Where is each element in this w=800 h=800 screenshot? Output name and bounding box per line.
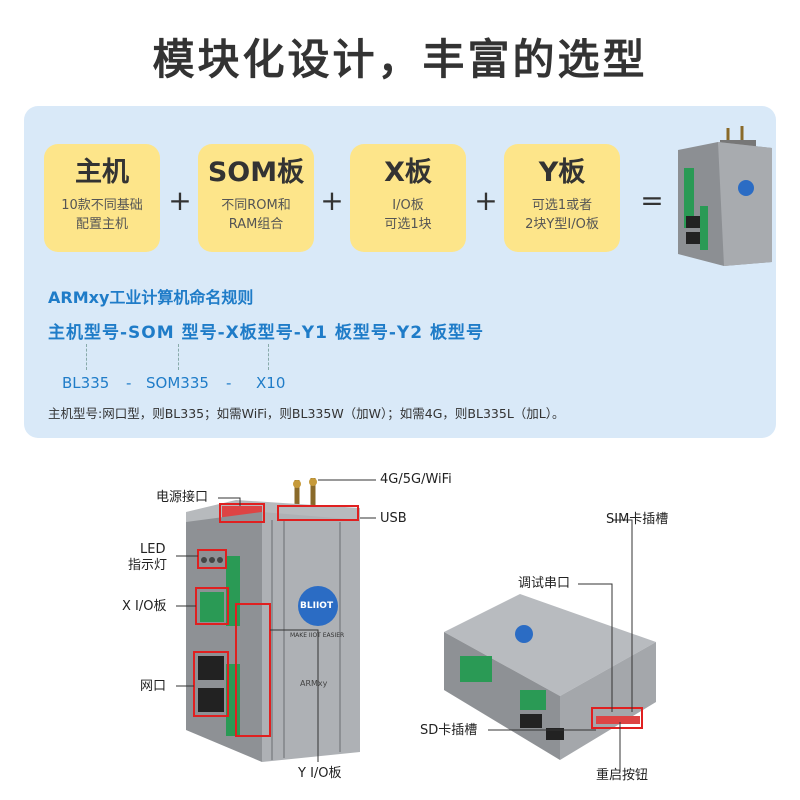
label-sd: SD卡插槽 bbox=[420, 723, 478, 738]
label-y-io: Y I/O板 bbox=[298, 766, 342, 781]
card-x: X板 I/O板 可选1块 bbox=[350, 144, 466, 252]
guide-dash bbox=[86, 344, 87, 370]
card-desc-2: 配置主机 bbox=[75, 217, 128, 232]
guide-dash bbox=[178, 344, 179, 370]
card-title: 主机 bbox=[75, 157, 129, 188]
card-som: SOM板 不同ROM和 RAM组合 bbox=[198, 144, 314, 252]
label-led: LED bbox=[140, 542, 166, 557]
thumbnail-device bbox=[678, 126, 772, 266]
card-desc-1: 10款不同基础 bbox=[61, 198, 143, 213]
example-host: BL335 bbox=[62, 374, 110, 392]
card-desc-2: 可选1块 bbox=[384, 217, 432, 232]
card-desc-1: 不同ROM和 bbox=[221, 198, 291, 213]
naming-rule-pattern: 主机型号-SOM 型号-X板型号-Y1 板型号-Y2 板型号 bbox=[48, 323, 484, 343]
page-title: 模块化设计，丰富的选型 bbox=[152, 35, 648, 84]
label-usb: USB bbox=[380, 511, 407, 526]
card-desc-2: 2块Y型I/O板 bbox=[525, 217, 599, 232]
label-sim: SIM卡插槽 bbox=[606, 512, 669, 527]
card-title: SOM板 bbox=[207, 157, 305, 188]
label-x-io: X I/O板 bbox=[122, 599, 167, 614]
example-x: X10 bbox=[256, 374, 286, 392]
card-desc-1: 可选1或者 bbox=[531, 198, 593, 213]
card-title: Y板 bbox=[538, 157, 586, 188]
example-som: SOM335 bbox=[146, 374, 209, 392]
callout-lines bbox=[176, 479, 633, 772]
naming-rule-title: ARMxy工业计算机命名规则 bbox=[48, 288, 254, 307]
label-led-indicator: 指示灯 bbox=[128, 558, 168, 573]
label-lan: 网口 bbox=[140, 679, 167, 694]
card-host: 主机 10款不同基础 配置主机 bbox=[44, 144, 160, 252]
tall-device bbox=[186, 478, 360, 762]
brand-tagline: MAKE IIOT EASIER bbox=[290, 632, 345, 639]
card-desc-1: I/O板 bbox=[392, 198, 424, 213]
device-model: ARMxy bbox=[300, 679, 328, 688]
label-power: 电源接口 bbox=[156, 490, 209, 505]
label-antenna: 4G/5G/WiFi bbox=[380, 472, 452, 487]
example-sep: - bbox=[126, 374, 132, 392]
card-y: Y板 可选1或者 2块Y型I/O板 bbox=[504, 144, 620, 252]
plus-sign: + bbox=[474, 184, 498, 217]
callout-boxes bbox=[193, 503, 643, 737]
brand-logo: BLIIOT bbox=[300, 601, 334, 611]
example-sep: - bbox=[226, 374, 232, 392]
naming-note: 主机型号:网口型，则BL335；如需WiFi，则BL335W（加W）；如需4G，… bbox=[48, 406, 565, 421]
label-reset: 重启按钮 bbox=[596, 768, 649, 783]
plus-sign: + bbox=[168, 184, 192, 217]
card-title: X板 bbox=[384, 157, 432, 188]
plus-sign: + bbox=[320, 184, 344, 217]
guide-dash bbox=[268, 344, 269, 370]
label-debug: 调试串口 bbox=[518, 576, 571, 591]
card-desc-2: RAM组合 bbox=[228, 217, 284, 232]
equals-sign: = bbox=[640, 184, 664, 217]
